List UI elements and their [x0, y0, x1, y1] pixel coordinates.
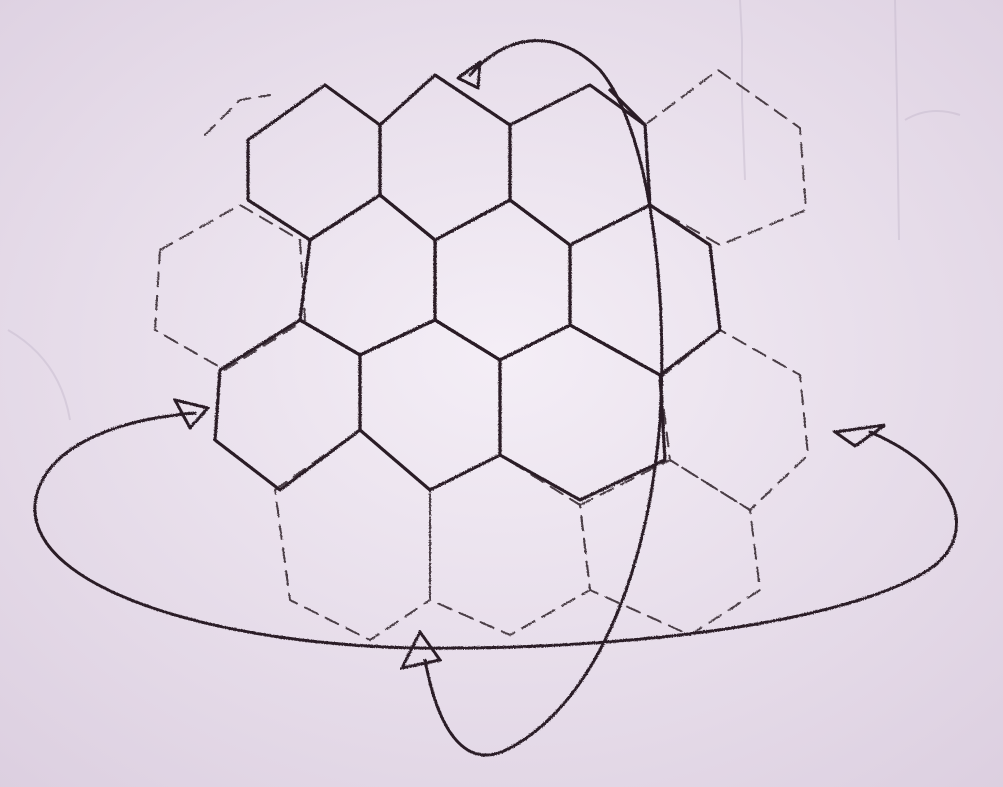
circular-arrow-icon: [399, 629, 443, 671]
dashed-hexagon: [578, 458, 762, 637]
paper-show-through: [7, 0, 961, 421]
vertical-loop-arrow: [423, 39, 664, 757]
circular-arrow-icon: [831, 423, 886, 448]
solid-hexagon: [498, 323, 667, 502]
horizontal-loop-arrow: [33, 411, 958, 650]
circular-arrow-icon: [455, 58, 482, 91]
circular-arrow-icon: [172, 397, 211, 431]
dashed-fragment: [204, 94, 271, 136]
dashed-hexagon-images: [153, 68, 810, 642]
dashed-hexagon: [153, 203, 307, 372]
